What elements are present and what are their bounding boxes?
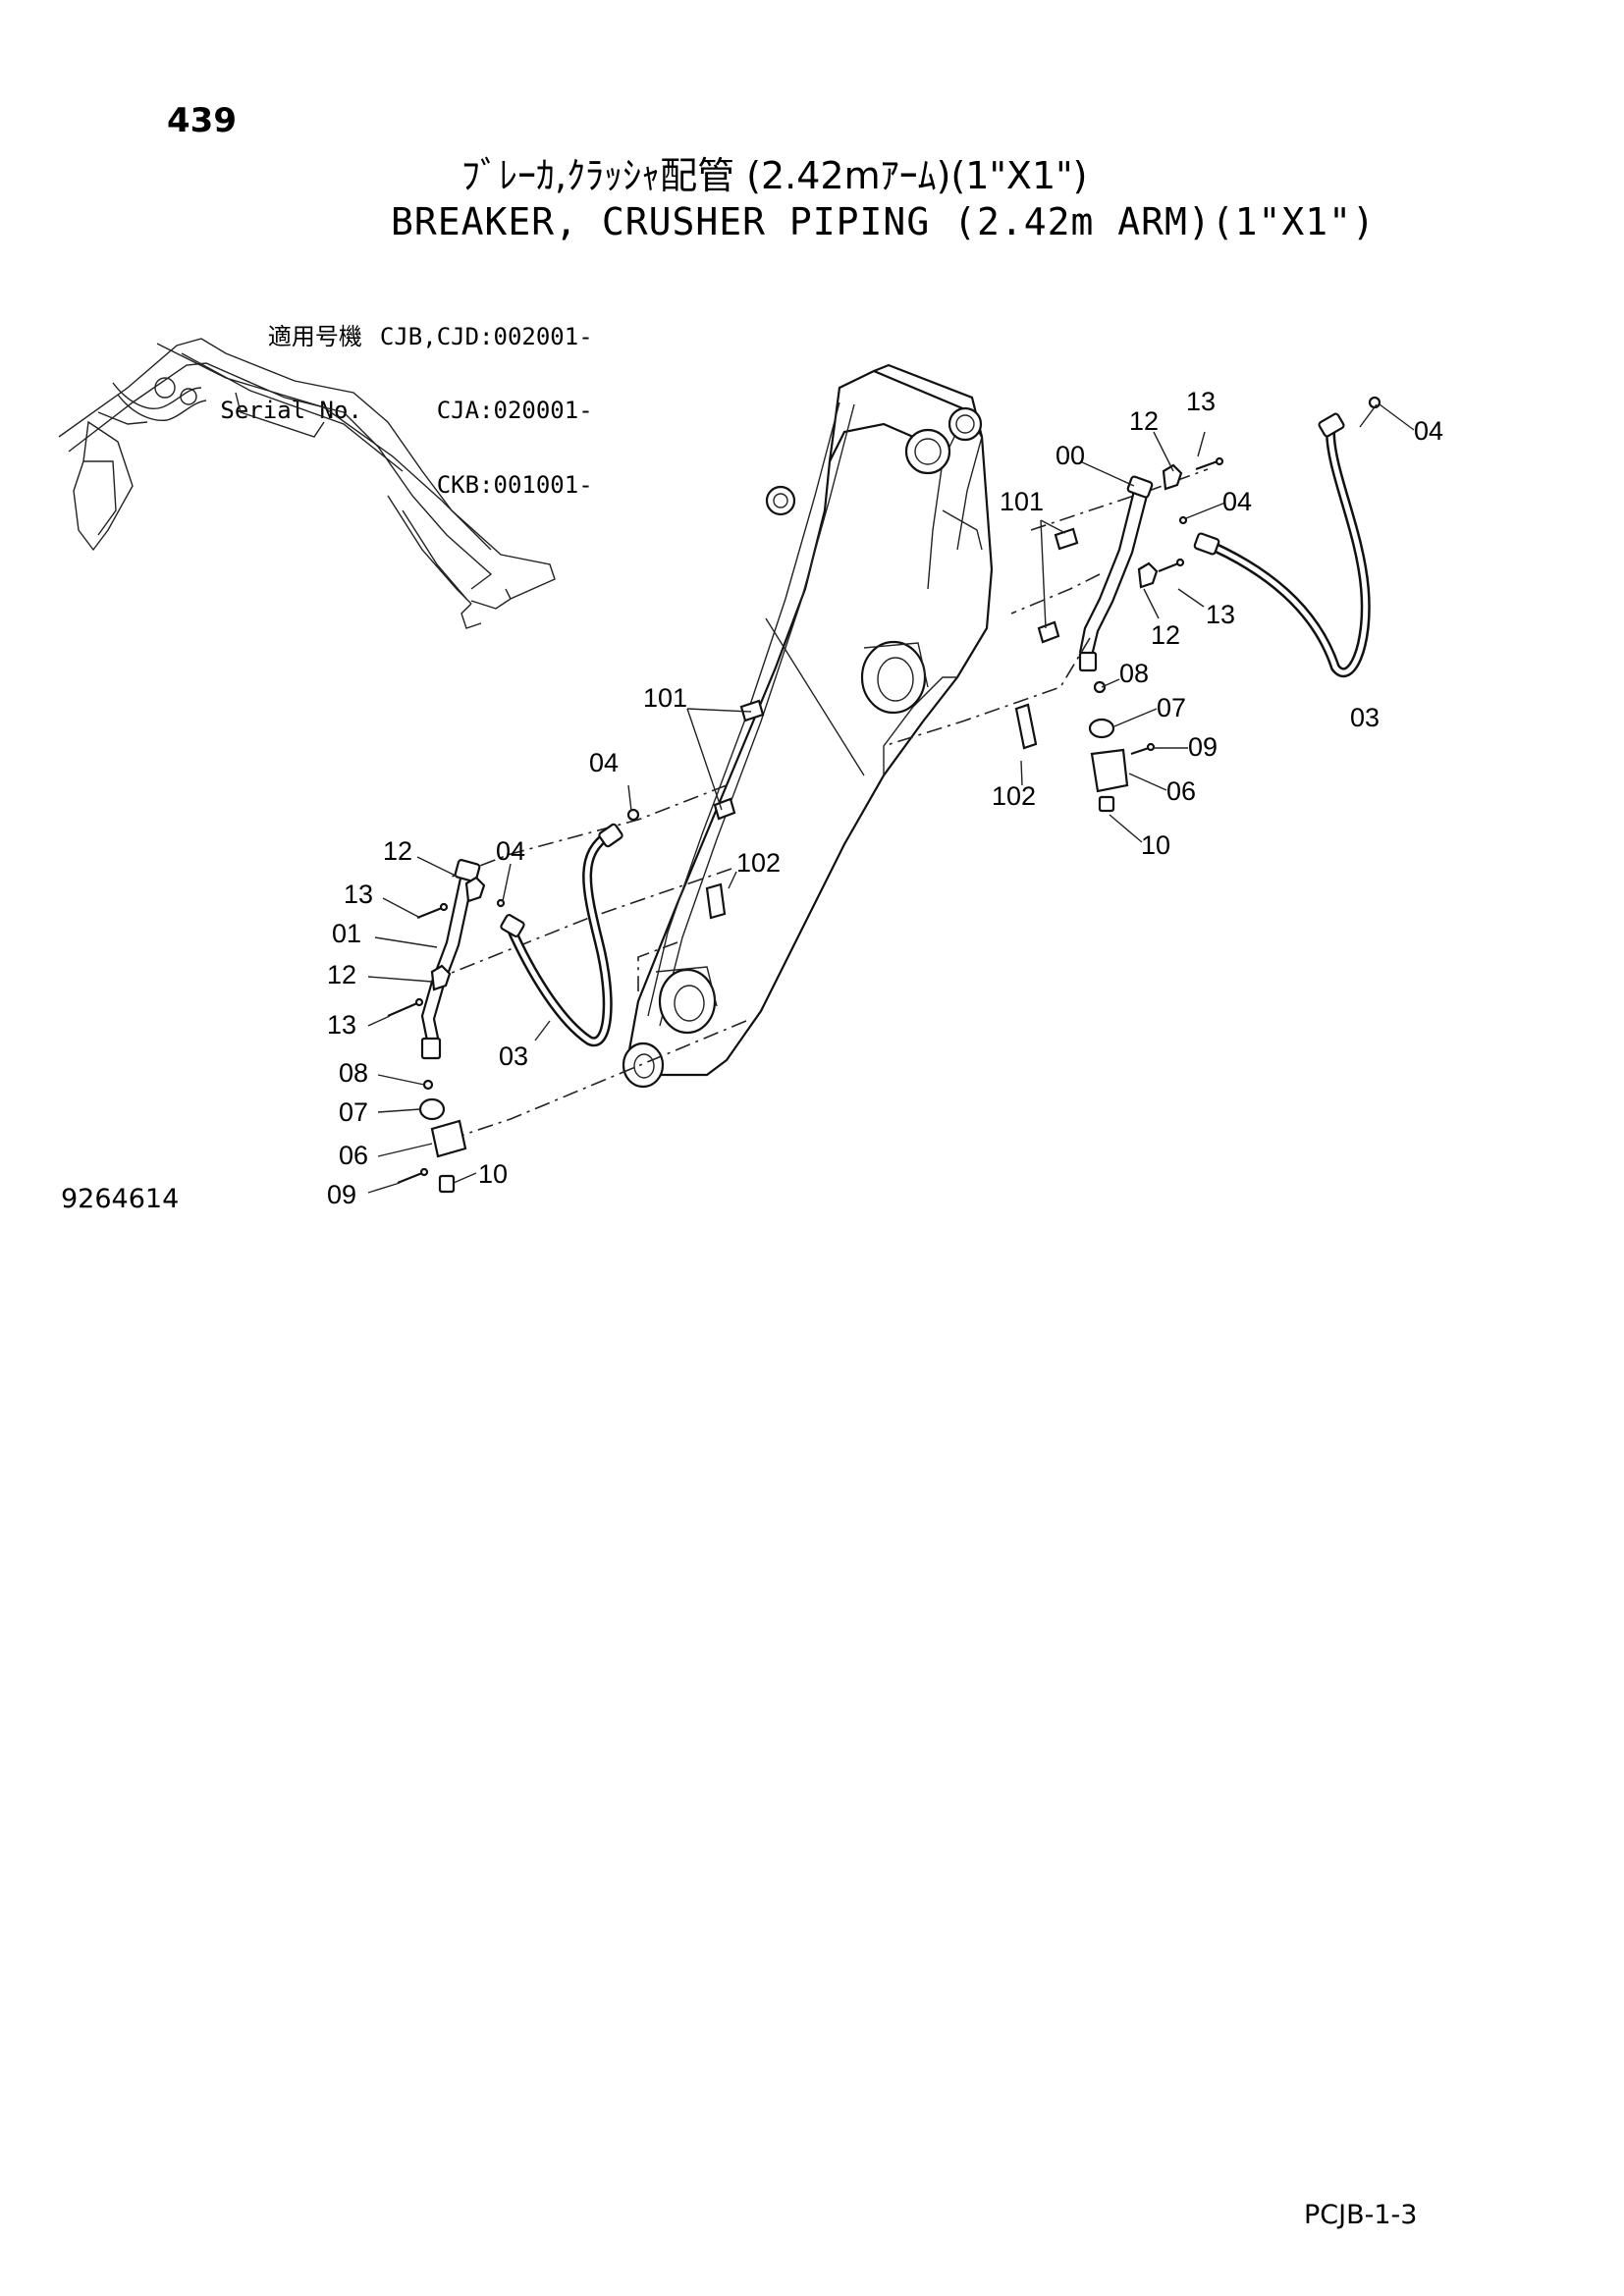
leader-lines [367,403,1415,1194]
footer-code: PCJB-1-3 [1304,2200,1418,2230]
callout-10: 10 [478,1159,508,1189]
callout-12: 12 [327,960,356,989]
callout-04: 04 [1222,487,1252,516]
serial-applicability: 適用号機 Serial No. CJB,CJD:002001- CJA:0200… [152,250,593,547]
callout-00: 00 [1056,441,1085,470]
callout-04: 04 [1414,416,1443,446]
callout-01: 01 [332,919,361,948]
callout-06: 06 [339,1141,368,1170]
callout-101: 101 [643,683,687,713]
serial-label-en: Serial No. [220,397,362,425]
serial-code: CKB:001001- [436,470,593,499]
right-pipe-assembly [1014,456,1224,813]
left-pipe-assembly [387,699,765,1194]
callout-04: 04 [589,748,619,777]
serial-code: CJB,CJD:002001- [379,322,593,350]
callout-labels: 13 12 00 04 101 13 12 04 03 08 07 09 06 … [327,387,1443,1209]
arm-body [622,363,994,1089]
centerlines [441,468,1209,1140]
serial-code: CJA:020001- [436,397,593,425]
callout-12: 12 [1129,406,1159,436]
title-japanese: ﾌﾞﾚｰｶ,ｸﾗｯｼｬ配管 (2.42mｱｰﾑ)(1"X1") [461,154,1088,197]
callout-10: 10 [1141,830,1170,860]
callout-03: 03 [499,1041,528,1071]
callout-13: 13 [1206,600,1235,629]
right-hose [1193,396,1381,678]
callout-09: 09 [327,1180,356,1209]
callout-12: 12 [1151,620,1180,650]
callout-102: 102 [992,781,1036,811]
page-number: 439 [167,101,237,140]
serial-labels: 適用号機 Serial No. [181,275,362,473]
serial-label-jp: 適用号機 [267,322,362,350]
callout-101: 101 [1000,487,1044,516]
drawing-number: 9264614 [61,1184,180,1214]
serial-codes: CJB,CJD:002001- CJA:020001- CKB:001001- [380,275,593,547]
callout-07: 07 [1157,693,1186,722]
callout-08: 08 [339,1058,368,1088]
excavator-inset-sketch [58,338,556,629]
callout-08: 08 [1119,659,1149,688]
callout-07: 07 [339,1097,368,1127]
callout-12: 12 [383,836,412,866]
callout-13: 13 [1186,387,1216,416]
callout-13: 13 [344,880,373,909]
callout-102: 102 [736,848,781,878]
callout-04: 04 [496,836,525,866]
callout-13: 13 [327,1010,356,1040]
left-hose [500,808,640,1047]
title-english: BREAKER, CRUSHER PIPING (2.42m ARM)(1"X1… [391,200,1376,243]
callout-09: 09 [1188,732,1218,762]
callout-03: 03 [1350,703,1380,732]
callout-06: 06 [1166,776,1196,806]
